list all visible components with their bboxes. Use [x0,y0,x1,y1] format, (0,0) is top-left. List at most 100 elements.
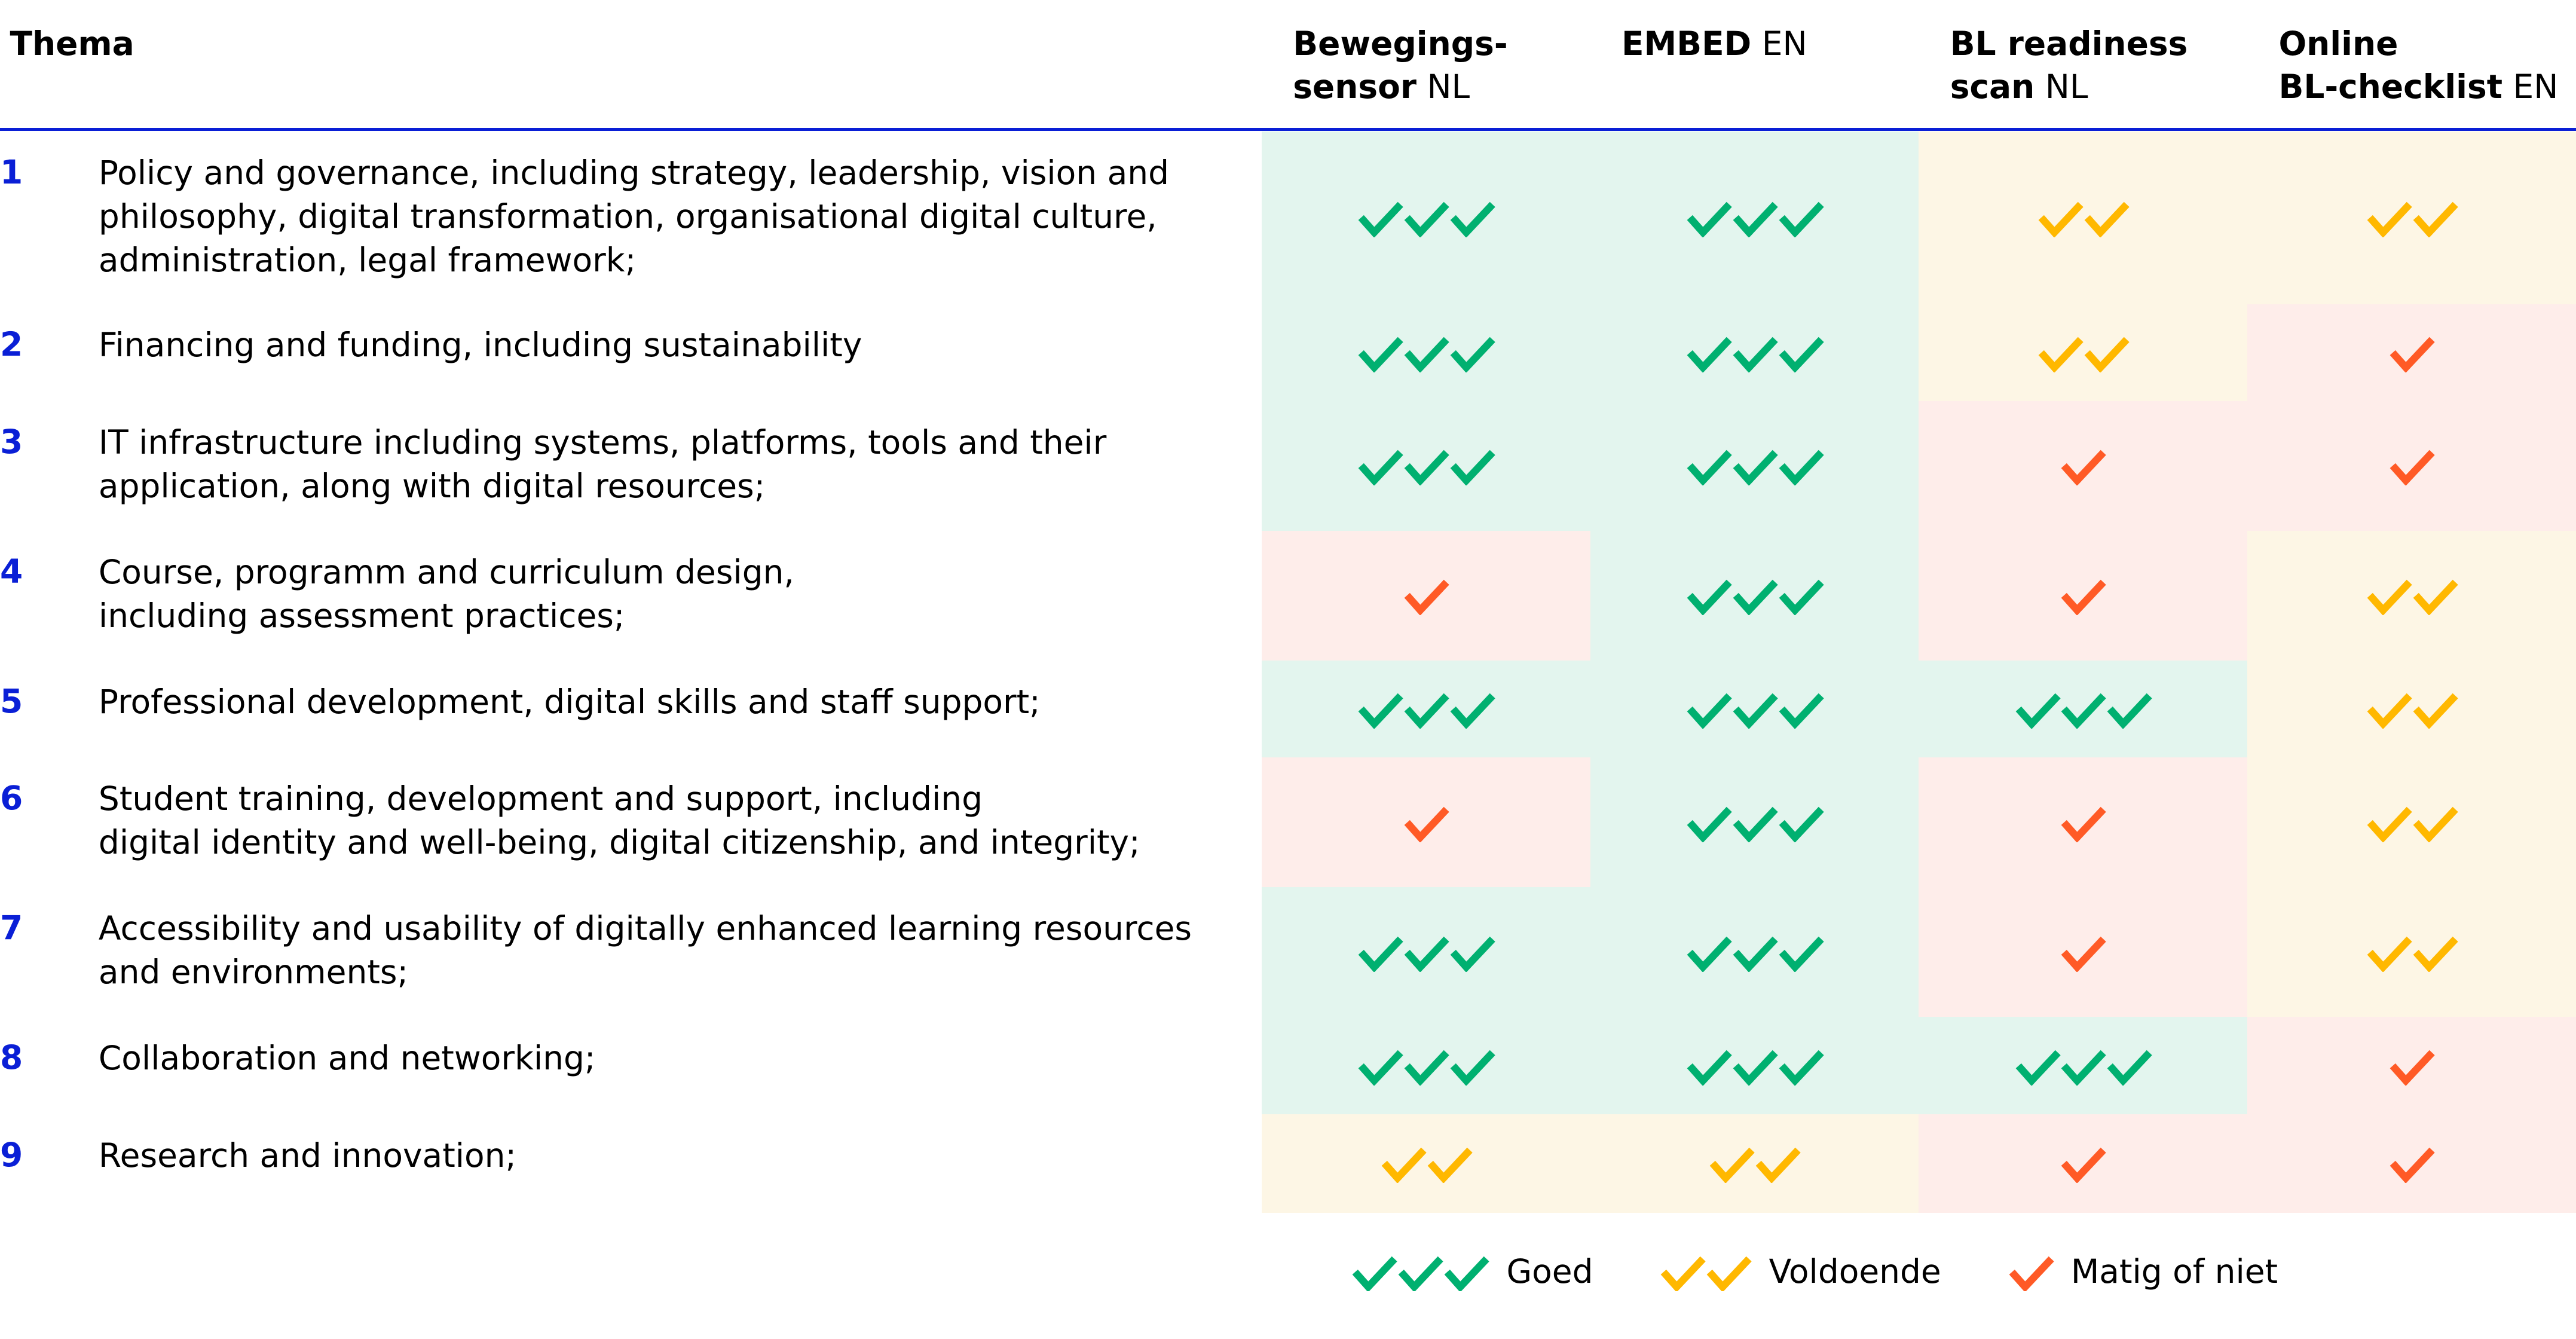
check-icon [1404,580,1449,616]
check-icon [1404,806,1449,842]
check-icon [1733,580,1778,616]
column-header-embed: EMBED EN [1622,23,1807,65]
check-marks-icon [1685,446,1825,486]
check-marks-icon [2059,576,2107,616]
check-icon [2390,1147,2435,1184]
row-number: 4 [0,552,23,591]
rating-cell [2247,887,2576,1017]
rating-cell [1590,1114,1919,1213]
check-icon [1404,936,1449,972]
check-icon [2107,1050,2153,1086]
theme-text: Professional development, digital skills… [98,682,1041,721]
check-icon [2413,806,2458,842]
check-icon [2367,580,2412,616]
table-row: 6 Student training, development and suppo… [0,757,2576,888]
check-icon [1779,337,1824,372]
rating-cell [1590,660,1919,758]
rating-cell [2247,1017,2576,1114]
check-icon [1358,1050,1403,1086]
check-icon [1450,1050,1495,1086]
check-icon [2390,1050,2435,1086]
rating-cell [1919,131,2248,304]
column-header-bewegingssensor: Bewegings- sensor NL [1293,23,1507,108]
check-icon [2061,1147,2107,1184]
check-icon [2413,580,2458,616]
rating-cell [1919,757,2248,888]
check-icon [2061,693,2107,729]
theme-text: Student training, development and suppor… [98,779,1140,861]
check-marks-icon [2388,446,2436,486]
column-header-title: EMBED [1621,25,1752,63]
check-icon [2061,1050,2107,1086]
rating-cell [2247,131,2576,304]
check-icon [1687,201,1732,238]
rating-cell [2247,660,2576,758]
check-icon [1427,1147,1473,1184]
check-marks-icon [2388,333,2436,372]
check-icon [2084,201,2130,238]
theme-text: Course, programm and curriculum design, … [98,552,794,635]
rating-cell [1919,887,2248,1017]
table-header: Thema Bewegings- sensor NL EMBED EN BL r… [0,0,2576,132]
check-marks-icon [2365,933,2459,972]
column-header-lang: NL [1427,67,1470,106]
column-header-lang: NL [2045,67,2088,106]
check-icon [2009,1256,2054,1292]
check-icon [1779,806,1824,842]
check-marks-icon [2059,933,2107,972]
legend-item: Goed [1350,1252,1593,1292]
theme-text: Research and innovation; [98,1136,517,1175]
check-icon [2367,936,2412,972]
check-icon [1358,693,1403,729]
rating-cell [1262,1114,1590,1213]
rating-cell [1590,887,1919,1017]
rating-cell [1262,1017,1590,1114]
rating-cell [1590,131,1919,304]
legend-label: Goed [1506,1252,1593,1291]
check-marks-icon [1685,198,1825,238]
theme-text: Financing and funding, including sustain… [98,326,862,365]
check-marks-icon [2014,1046,2153,1086]
check-icon [1687,337,1732,372]
check-icon [2367,201,2412,238]
check-marks-icon [1356,1046,1496,1086]
check-icon [1733,1050,1778,1086]
rating-cell [1919,1114,2248,1213]
check-icon [2038,201,2084,238]
theme-text: Accessibility and usability of digitally… [98,909,1192,992]
row-number: 5 [0,681,23,720]
column-header-title: Online BL-checklist [2278,25,2502,106]
rating-cell [1590,1017,1919,1114]
check-icon [2015,693,2061,729]
check-icon [2413,936,2458,972]
rating-cell [2247,530,2576,661]
check-icon [1450,337,1495,372]
check-icon [1687,936,1732,972]
check-icon [1707,1256,1752,1292]
check-icon [1779,1050,1824,1086]
rating-cell [1262,401,1590,531]
theme-text: IT infrastructure including systems, pla… [98,423,1107,505]
check-icon [2038,337,2084,372]
check-icon [1661,1256,1706,1292]
check-icon [1358,450,1403,486]
check-marks-icon [1356,198,1496,238]
check-marks-icon [2036,198,2130,238]
table-row: 5 Professional development, digital skill… [0,660,2576,758]
column-header-bl-readiness-scan: BL readiness scan NL [1950,23,2188,108]
rating-cell [1262,530,1590,661]
check-icon [2367,806,2412,842]
column-header-lang: EN [1761,25,1807,63]
check-marks-icon [1685,933,1825,972]
rating-cell [1590,530,1919,661]
check-icon [2061,806,2107,842]
check-icon [1687,1050,1732,1086]
check-icon [1450,693,1495,729]
check-icon [1733,693,1778,729]
row-number: 6 [0,779,23,818]
rating-cell [1590,401,1919,531]
rating-cell [1262,887,1590,1017]
